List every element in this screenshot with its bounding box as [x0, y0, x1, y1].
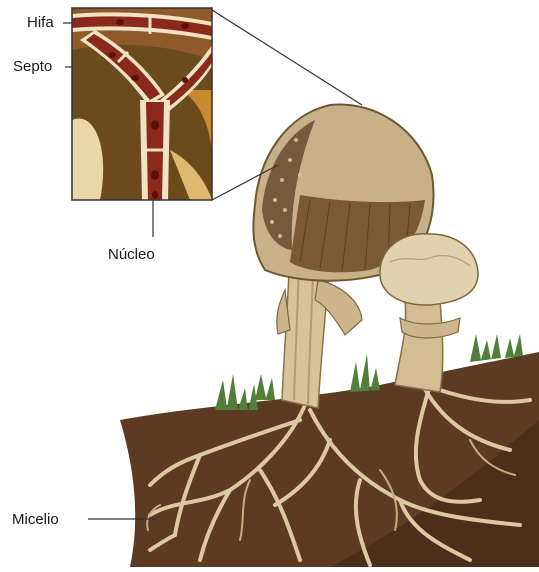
label-septo: Septo — [13, 58, 52, 76]
small-stem — [395, 300, 443, 392]
label-hifa: Hifa — [27, 14, 54, 32]
hypha-detail-inset — [72, 8, 212, 200]
label-micelio: Micelio — [12, 511, 59, 529]
label-nucleo: Núcleo — [108, 246, 155, 264]
small-cap — [380, 234, 478, 305]
inset-connector-top — [212, 10, 362, 105]
